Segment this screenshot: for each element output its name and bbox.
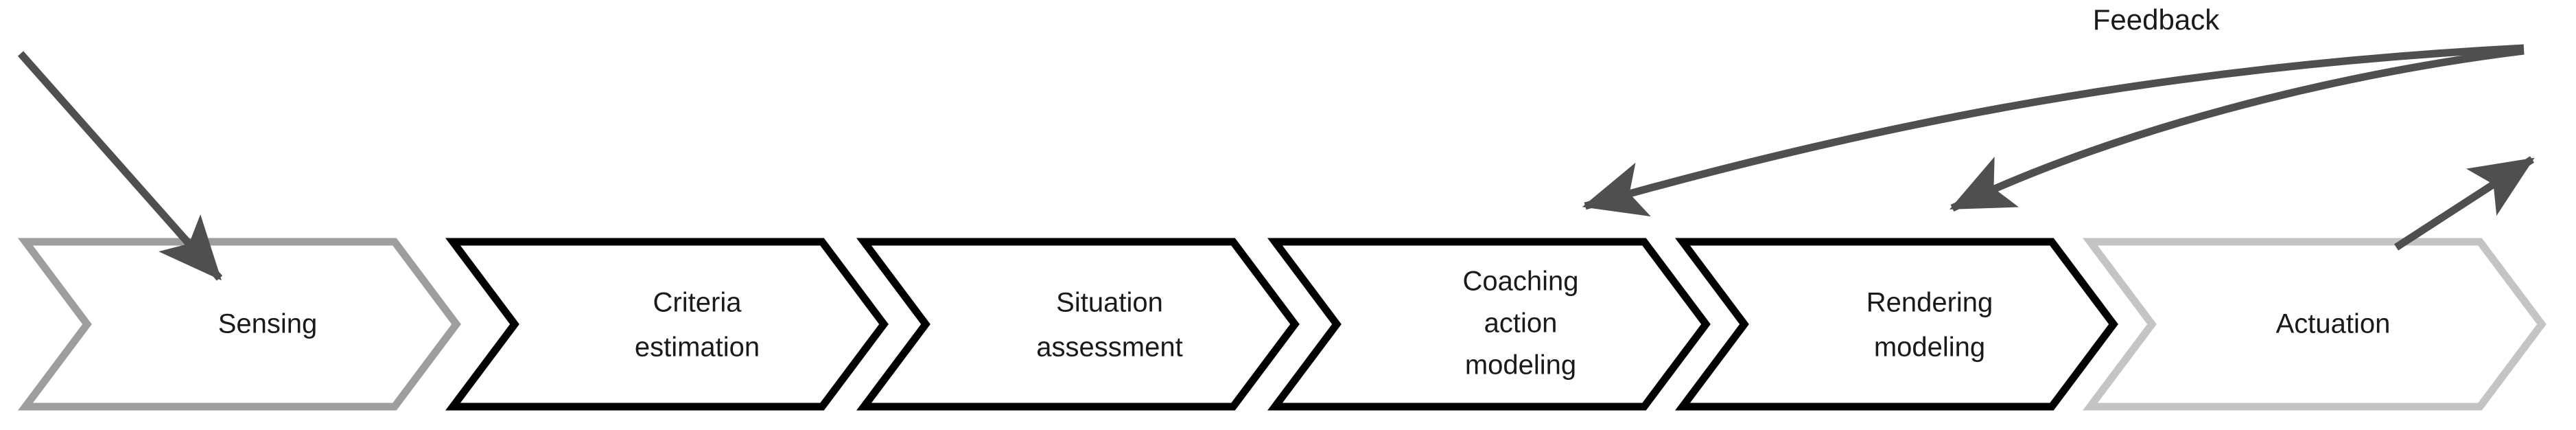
feedback-arrow-to-coaching	[1582, 44, 2525, 217]
feedback-label: Feedback	[2093, 3, 2220, 36]
stage-actuation[interactable]: Actuation	[2083, 238, 2546, 411]
stage-situation-assessment-label-line-1: assessment	[1036, 332, 1182, 363]
stage-coaching-action-modeling-label-line-1: action	[1484, 308, 1558, 339]
stage-sensing-chevron[interactable]	[18, 238, 461, 411]
stage-sensing-label-line-0: Sensing	[218, 309, 318, 339]
stage-sensing[interactable]: Sensing	[18, 238, 461, 411]
stage-coaching-action-modeling[interactable]: Coaching action modeling	[1267, 238, 1711, 411]
stage-criteria-estimation-label-line-1: estimation	[635, 332, 760, 363]
stage-coaching-action-modeling-chevron[interactable]	[1267, 238, 1711, 411]
stage-situation-assessment[interactable]: Situation assessment	[856, 238, 1300, 411]
stage-actuation-chevron[interactable]	[2083, 238, 2546, 411]
stage-rendering-modeling-label-line-1: modeling	[1874, 332, 1985, 363]
stage-situation-assessment-label-line-0: Situation	[1056, 288, 1163, 318]
stage-criteria-estimation[interactable]: Criteria estimation	[445, 238, 889, 411]
stage-rendering-modeling-label-line-0: Rendering	[1866, 288, 1993, 318]
stage-rendering-modeling[interactable]: Rendering modeling	[1675, 238, 2118, 411]
feedback-arrow-to-rendering	[1949, 47, 2525, 212]
stage-situation-assessment-chevron[interactable]	[856, 238, 1300, 411]
stage-criteria-estimation-chevron[interactable]	[445, 238, 889, 411]
stage-actuation-label-line-0: Actuation	[2276, 309, 2391, 339]
stage-coaching-action-modeling-label-line-2: modeling	[1465, 350, 1576, 381]
output-arrow	[2394, 156, 2535, 251]
stage-criteria-estimation-label-line-0: Criteria	[653, 288, 742, 318]
stage-rendering-modeling-chevron[interactable]	[1675, 238, 2118, 411]
stage-coaching-action-modeling-label-line-0: Coaching	[1462, 267, 1578, 297]
input-arrow	[17, 51, 223, 281]
